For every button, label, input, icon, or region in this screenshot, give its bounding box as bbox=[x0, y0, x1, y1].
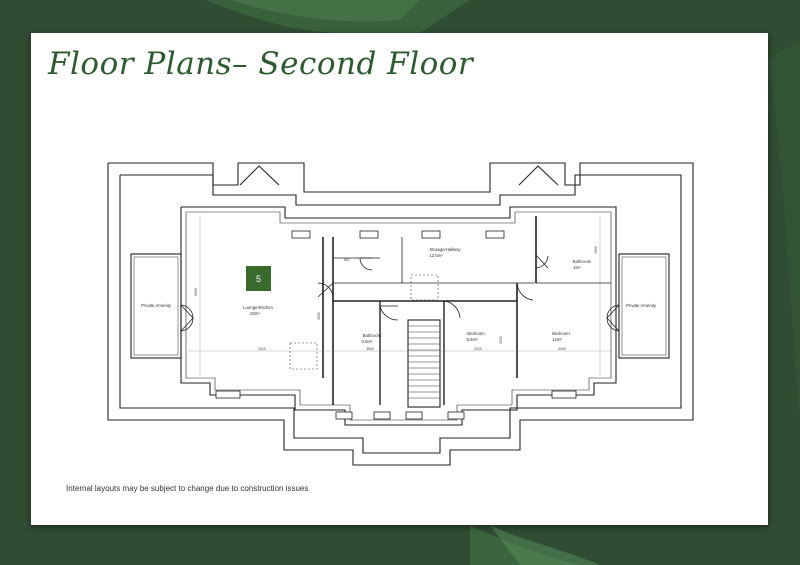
dimension-label: 1660 bbox=[594, 246, 598, 254]
room-area-lounge-kitchen: 20m² bbox=[250, 311, 260, 316]
staircase bbox=[407, 319, 441, 408]
room-label-bedroom-1: Bedroom bbox=[467, 331, 485, 336]
amenity-right bbox=[618, 253, 670, 359]
room-label-bathroom-mid: Bathroom bbox=[363, 333, 382, 338]
amenity-left bbox=[130, 253, 182, 359]
room-label-wc: WC bbox=[344, 258, 350, 262]
dimension-label: 3050 bbox=[317, 312, 321, 320]
dimension-label: 4400 bbox=[558, 347, 566, 351]
room-area-bathroom-mid: 3.5m² bbox=[362, 339, 374, 344]
room-area-storage-hallway: 12.5m² bbox=[429, 253, 443, 258]
floor-plan-card bbox=[31, 33, 768, 525]
room-label-private-amenity-right: Private Amenity bbox=[626, 303, 657, 308]
unit-number-badge bbox=[246, 266, 271, 291]
disclaimer-text: Internal layouts may be subject to chang… bbox=[66, 484, 309, 493]
room-area-bedroom-2: 12m² bbox=[552, 337, 562, 342]
dimension-label: 3500 bbox=[366, 347, 374, 351]
dimension-label: 3050 bbox=[499, 336, 503, 344]
room-label-bedroom-2: Bedroom bbox=[552, 331, 570, 336]
dimension-label: 3310 bbox=[258, 347, 266, 351]
room-label-bathroom-top: Bathroom bbox=[573, 259, 592, 264]
unit-number: 5 bbox=[256, 274, 261, 284]
room-label-private-amenity-left: Private Amenity bbox=[141, 303, 172, 308]
room-label-storage-hallway: Storage/Hallway bbox=[429, 247, 461, 252]
dimension-label: 5660 bbox=[194, 288, 198, 296]
page-title: Floor Plans– Second Floor bbox=[48, 46, 474, 82]
dimension-label: 2420 bbox=[474, 347, 482, 351]
outer-boundary bbox=[107, 162, 694, 466]
room-area-bedroom-1: 8.5m² bbox=[467, 337, 479, 342]
room-label-lounge-kitchen: Lounge/Kitchen bbox=[243, 305, 273, 310]
room-area-bathroom-top: 4m² bbox=[573, 265, 581, 270]
outer-boundary-inner bbox=[119, 174, 682, 454]
building-outline bbox=[180, 206, 617, 426]
